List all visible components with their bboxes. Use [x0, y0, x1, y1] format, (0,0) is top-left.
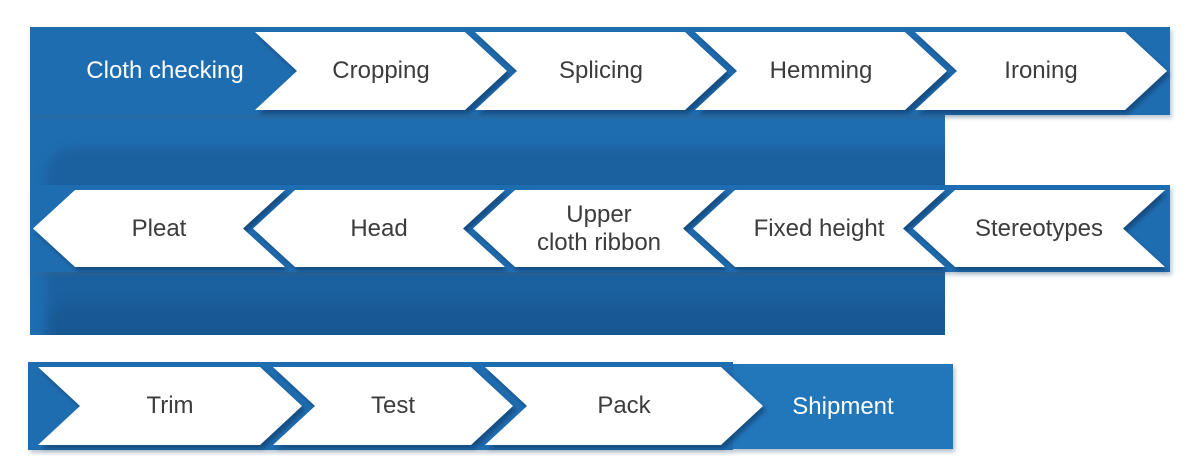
step-pack: Pack [485, 367, 763, 445]
chevron-shape: Splicing [475, 32, 727, 110]
step-label: Fixed height [753, 214, 885, 242]
step-label: Stereotypes [974, 214, 1104, 242]
step-label: Cloth checking [86, 57, 244, 85]
step-label: Ironing [1004, 57, 1078, 85]
step-test: Test [273, 367, 513, 445]
step-label: Head [350, 214, 408, 242]
chevron-shape: Stereotypes [913, 190, 1165, 267]
step-label: Trim [146, 392, 194, 420]
step-cloth-checking: Cloth checking [30, 27, 300, 115]
chevron-shape: Hemming [695, 32, 947, 110]
chevron-shape: Head [253, 190, 505, 267]
step-label: Cropping [332, 57, 430, 85]
chevron-shape: Ironing [915, 32, 1167, 110]
chevron-shape: Cropping [255, 32, 507, 110]
row2-shadow [46, 303, 945, 335]
step-label-line1: Upper [566, 200, 632, 228]
step-splicing: Splicing [475, 32, 727, 110]
step-label: Hemming [769, 57, 873, 85]
chevron-shape: Trim [38, 367, 302, 445]
step-pleat: Pleat [33, 190, 285, 267]
step-head: Head [253, 190, 505, 267]
step-label: Shipment [792, 392, 894, 420]
chevron-shape: Test [273, 367, 513, 445]
step-label: Pack [597, 392, 651, 420]
step-label-line2: cloth ribbon [536, 228, 662, 256]
step-hemming: Hemming [695, 32, 947, 110]
chevron-shape: Pleat [33, 190, 285, 267]
step-stereotypes: Stereotypes [913, 190, 1165, 267]
step-label: Splicing [558, 57, 644, 85]
step-label: Test [370, 392, 415, 420]
step-trim: Trim [38, 367, 302, 445]
chevron-shape: Fixed height [693, 190, 945, 267]
step-cropping: Cropping [255, 32, 507, 110]
step-shipment: Shipment [733, 364, 953, 449]
chevron-shape: Pack [485, 367, 763, 445]
step-label: Pleat [131, 214, 187, 242]
step-fixed-height: Fixed height [693, 190, 945, 267]
step-ironing: Ironing [915, 32, 1167, 110]
